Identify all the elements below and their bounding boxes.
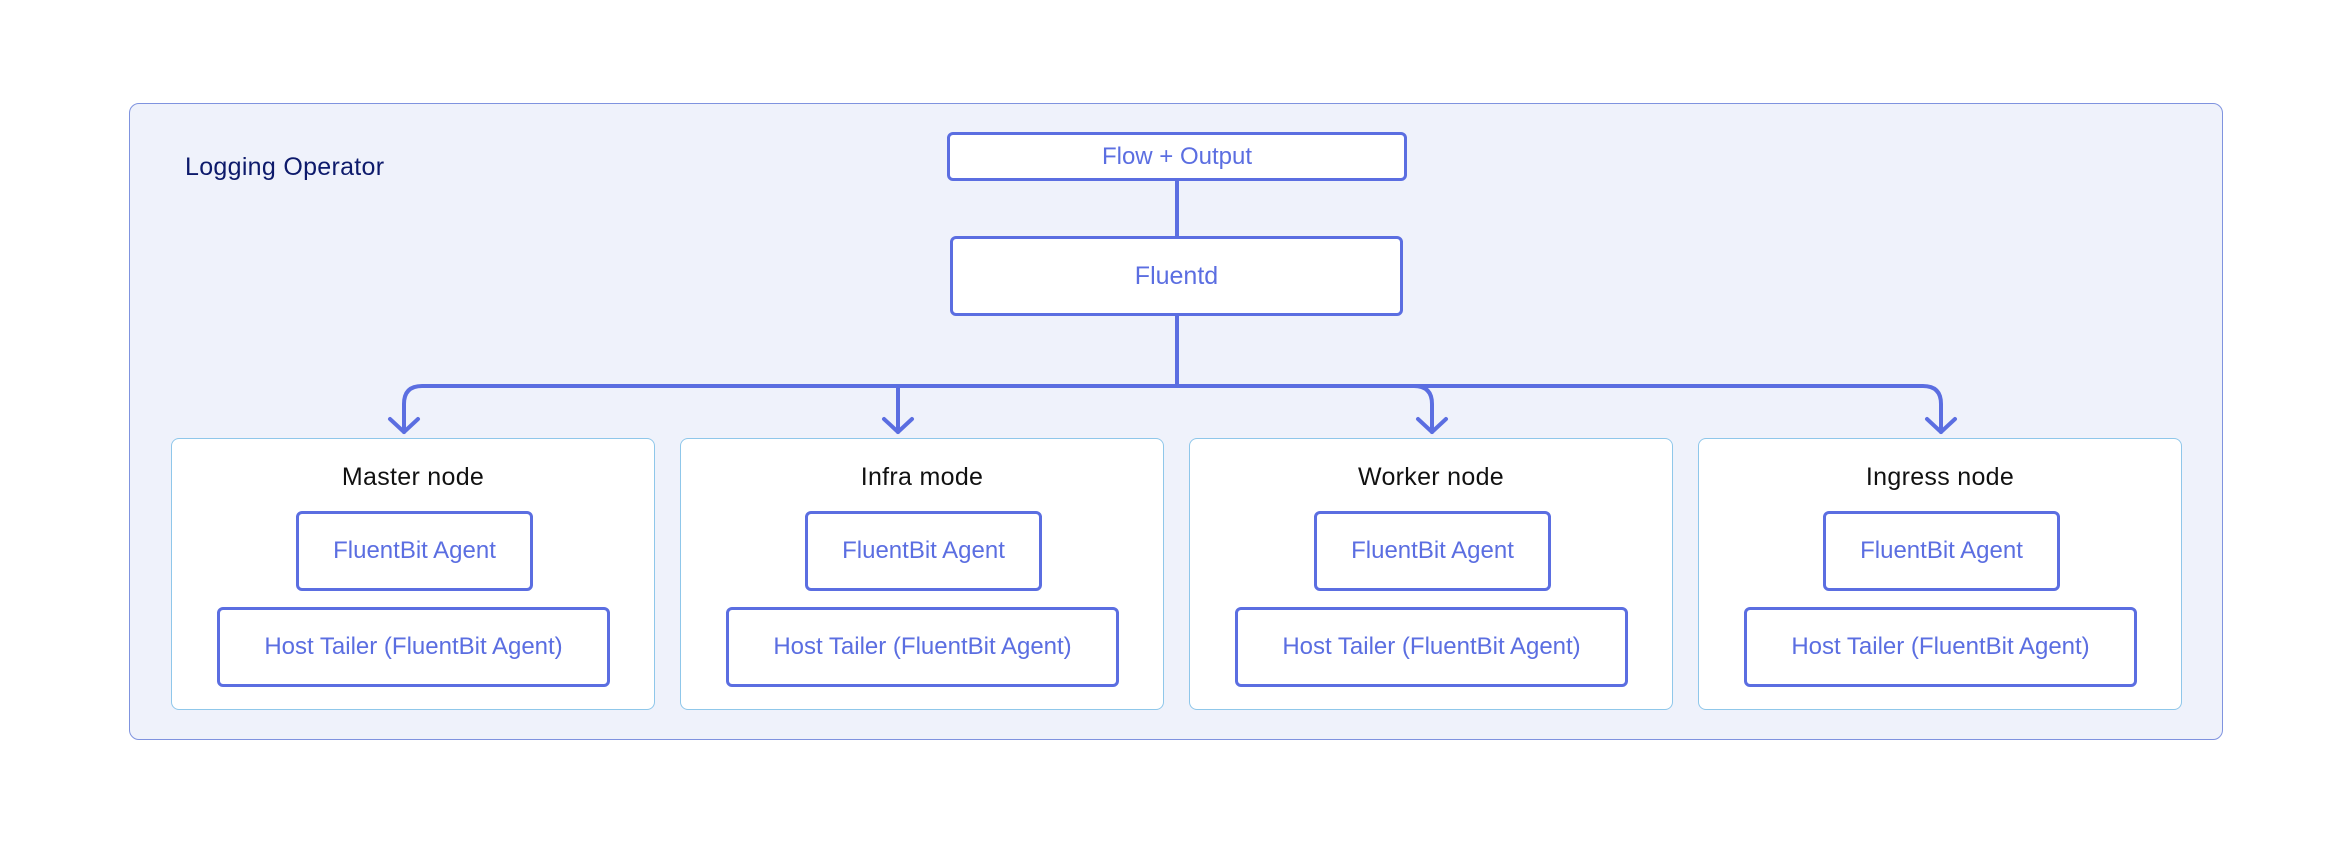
- ingress-node-box: Ingress node FluentBit Agent Host Tailer…: [1698, 438, 2182, 710]
- master-node-box: Master node FluentBit Agent Host Tailer …: [171, 438, 655, 710]
- fluentbit-agent-box: FluentBit Agent: [1314, 511, 1551, 591]
- host-tailer-box: Host Tailer (FluentBit Agent): [1744, 607, 2137, 687]
- node-title: Worker node: [1358, 463, 1504, 491]
- host-tailer-box: Host Tailer (FluentBit Agent): [1235, 607, 1628, 687]
- host-tailer-box: Host Tailer (FluentBit Agent): [726, 607, 1119, 687]
- fluentbit-agent-box: FluentBit Agent: [296, 511, 533, 591]
- node-title: Infra mode: [860, 463, 984, 491]
- fluentd-box: Fluentd: [950, 236, 1403, 316]
- node-title: Master node: [341, 463, 485, 491]
- host-tailer-box: Host Tailer (FluentBit Agent): [217, 607, 610, 687]
- node-title: Ingress node: [1865, 463, 2015, 491]
- fluentbit-agent-box: FluentBit Agent: [805, 511, 1042, 591]
- worker-node-box: Worker node FluentBit Agent Host Tailer …: [1189, 438, 1673, 710]
- logging-operator-title: Logging Operator: [185, 153, 385, 181]
- fluentbit-agent-box: FluentBit Agent: [1823, 511, 2060, 591]
- flow-output-box: Flow + Output: [947, 132, 1407, 181]
- infra-node-box: Infra mode FluentBit Agent Host Tailer (…: [680, 438, 1164, 710]
